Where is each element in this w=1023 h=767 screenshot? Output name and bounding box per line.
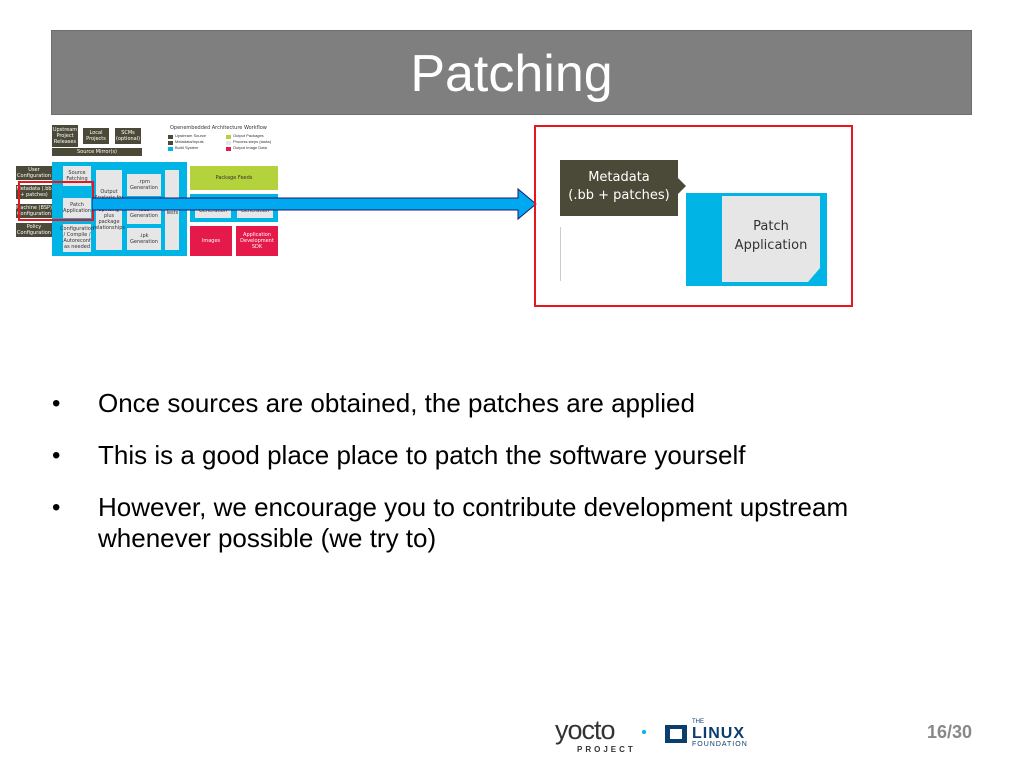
legend-swatch-metadata	[168, 141, 173, 145]
small-highlight-frame	[18, 181, 94, 221]
yocto-logo: yocto PROJECT	[555, 715, 645, 755]
policy-config-box: Policy Configuration	[16, 223, 52, 237]
metadata-small-box: Metadata (.bb + patches)	[16, 185, 52, 199]
linux-foundation-the: THE	[692, 719, 704, 725]
bullet-glyph: •	[52, 390, 61, 417]
slide-title: Patching	[410, 45, 613, 103]
legend-swatch-output	[226, 135, 231, 139]
legend-title: Openembedded Architecture Workflow	[170, 125, 267, 131]
patch-detail-shape	[722, 196, 820, 282]
configuration-compile-box: Configuration / Compile / Autoreconf as …	[60, 224, 94, 252]
metadata-detail-label: Metadata (.bb + patches)	[568, 170, 670, 203]
bullet-text: This is a good place place to patch the …	[98, 440, 746, 470]
patch-detail-label: Patch Application	[734, 219, 808, 253]
rpm-generation-box: .rpm Generation	[127, 174, 161, 196]
bullet-item: • However, we encourage you to contribut…	[52, 492, 952, 554]
legend-label-upstream: Upstream Source	[175, 133, 207, 138]
logo-separator-dot	[642, 730, 646, 734]
user-config-box: User Configuration	[16, 166, 52, 180]
app-dev-sdk-box: Application Development SDK	[236, 226, 278, 256]
scms-box: SCMs (optional)	[115, 128, 141, 144]
bullet-glyph: •	[52, 442, 61, 469]
bullet-item: • This is a good place place to patch th…	[52, 440, 952, 471]
patch-application-small-box: Patch Application	[63, 198, 91, 218]
ipk-generation-box: .ipk Generation	[127, 228, 161, 250]
bullet-list: • Once sources are obtained, the patches…	[52, 388, 952, 575]
page-number: 16/30	[926, 722, 972, 742]
yocto-logo-text: yocto	[555, 715, 616, 745]
linux-foundation-foundation: FOUNDATION	[692, 741, 748, 748]
legend-swatch-build	[168, 147, 173, 151]
legend-swatch-upstream	[168, 135, 173, 139]
legend-label-process: Process steps (tasks)	[233, 139, 272, 144]
local-projects-box: Local Projects	[83, 128, 109, 144]
bullet-text: However, we encourage you to contribute …	[98, 492, 849, 553]
yocto-logo-subtext: PROJECT	[577, 745, 636, 754]
detail-divider	[560, 227, 561, 281]
bullet-item: • Once sources are obtained, the patches…	[52, 388, 952, 419]
legend-label-image: Output Image Data	[233, 145, 267, 150]
package-feeds-box: Package Feeds	[190, 166, 278, 190]
detail-highlight-frame	[534, 125, 853, 307]
metadata-detail-shape	[560, 160, 686, 216]
linux-foundation-mark-inner	[670, 729, 682, 739]
linux-foundation-linux: LINUX	[692, 725, 745, 742]
legend-swatch-process	[226, 141, 231, 145]
legend-label-output: Output Packages	[233, 133, 264, 138]
legend-label-build: Build System	[175, 145, 199, 150]
upstream-project-box: Upstream Project Releases	[52, 125, 78, 147]
legend-swatch-image	[226, 147, 231, 151]
bullet-glyph: •	[52, 494, 61, 521]
source-mirrors-box: Source Mirror(s)	[52, 148, 142, 156]
zoom-arrow	[92, 187, 537, 221]
linux-foundation-logo: THE LINUX FOUNDATION	[665, 718, 755, 750]
title-bar: Patching	[51, 30, 972, 115]
legend-label-metadata: Metadata/Inputs	[175, 139, 204, 144]
bullet-text: Once sources are obtained, the patches a…	[98, 388, 695, 418]
machine-bsp-box: Machine (BSP) Configuration	[16, 204, 52, 218]
images-box: Images	[190, 226, 232, 256]
